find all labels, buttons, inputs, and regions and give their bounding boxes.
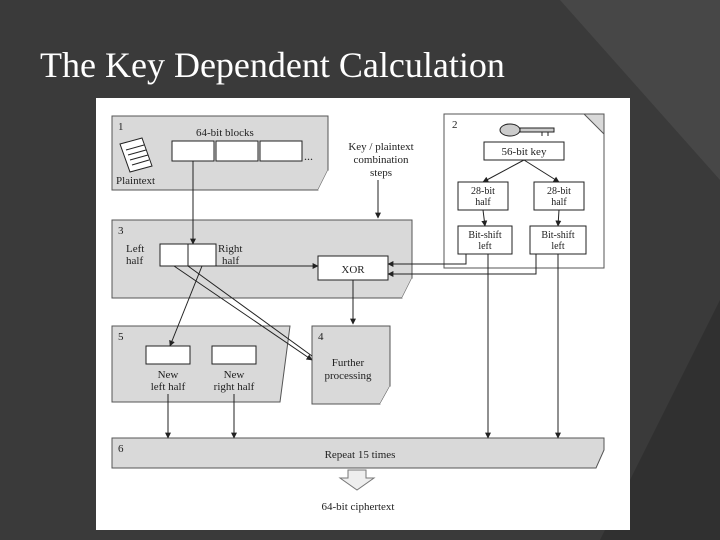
panel-number-3: 3 — [118, 225, 124, 237]
left-half-line-1: Left — [126, 243, 144, 255]
key-icon — [499, 123, 555, 137]
ciphertext-label: 64-bit ciphertext — [321, 501, 394, 513]
bit-shift-left-box-1 — [457, 225, 513, 255]
combination-steps-label: Key / plaintext combination steps — [348, 141, 413, 179]
new-left-half-line-1: New — [158, 369, 179, 381]
new-left-half-line-2: left half — [151, 381, 186, 393]
des-diagram: 1 64-bit blocks ... Plaintext Key / plai… — [111, 113, 605, 513]
right-half-box — [187, 243, 217, 267]
new-right-half-line-1: New — [224, 369, 245, 381]
further-processing-line-1: Further — [332, 357, 365, 369]
further-processing-line-2: processing — [324, 370, 372, 382]
output-arrow — [338, 469, 376, 491]
panel-number-5: 5 — [118, 331, 124, 343]
left-half-key-box — [457, 181, 509, 211]
panel-2: 2 56-bit key 28-bit half 28-bit half Bit… — [443, 113, 605, 269]
xor-label: XOR — [341, 264, 365, 276]
block-3 — [259, 140, 303, 162]
panel-5: 5 New left half New right half — [111, 325, 291, 403]
panel-4: 4 Further processing — [311, 325, 391, 405]
blocks-ellipsis: ... — [304, 149, 313, 163]
bit-shift-2-line-1: Bit-shift — [541, 230, 575, 241]
des-diagram-figure: 1 64-bit blocks ... Plaintext Key / plai… — [96, 98, 630, 530]
bit-shift-2-line-2: left — [551, 241, 565, 252]
panel-number-1: 1 — [118, 121, 124, 133]
panel-1: 1 64-bit blocks ... Plaintext — [111, 115, 329, 191]
new-right-half-line-2: right half — [214, 381, 255, 393]
left-half-key-line-2: half — [475, 197, 491, 208]
left-half-key-line-1: 28-bit — [471, 186, 495, 197]
plaintext-label: Plaintext — [116, 175, 155, 187]
bit-shift-1-line-1: Bit-shift — [468, 230, 502, 241]
combination-line-2: combination — [354, 154, 409, 166]
combination-line-3: steps — [370, 167, 392, 179]
panel-number-6: 6 — [118, 443, 124, 455]
panel-number-2: 2 — [452, 119, 458, 131]
repeat-label: Repeat 15 times — [325, 449, 396, 461]
panel-6: 6 Repeat 15 times — [111, 437, 605, 469]
block-1 — [171, 140, 215, 162]
slide-title: The Key Dependent Calculation — [40, 45, 505, 85]
new-left-half-box — [145, 345, 191, 365]
plaintext-document-icon — [119, 137, 153, 173]
right-half-line-2: half — [222, 255, 239, 267]
block-2 — [215, 140, 259, 162]
right-half-line-1: Right — [218, 243, 242, 255]
combination-line-1: Key / plaintext — [348, 141, 413, 153]
blocks-label: 64-bit blocks — [196, 127, 254, 139]
key-label: 56-bit key — [502, 146, 547, 158]
right-half-key-line-1: 28-bit — [547, 186, 571, 197]
connectors — [165, 161, 561, 439]
left-half-line-2: half — [126, 255, 143, 267]
bit-shift-1-line-2: left — [478, 241, 492, 252]
panel-3: 3 Left half Right half XOR — [111, 219, 413, 299]
right-half-key-line-2: half — [551, 197, 567, 208]
new-right-half-box — [211, 345, 257, 365]
left-half-box — [159, 243, 189, 267]
panel-number-4: 4 — [318, 331, 324, 343]
